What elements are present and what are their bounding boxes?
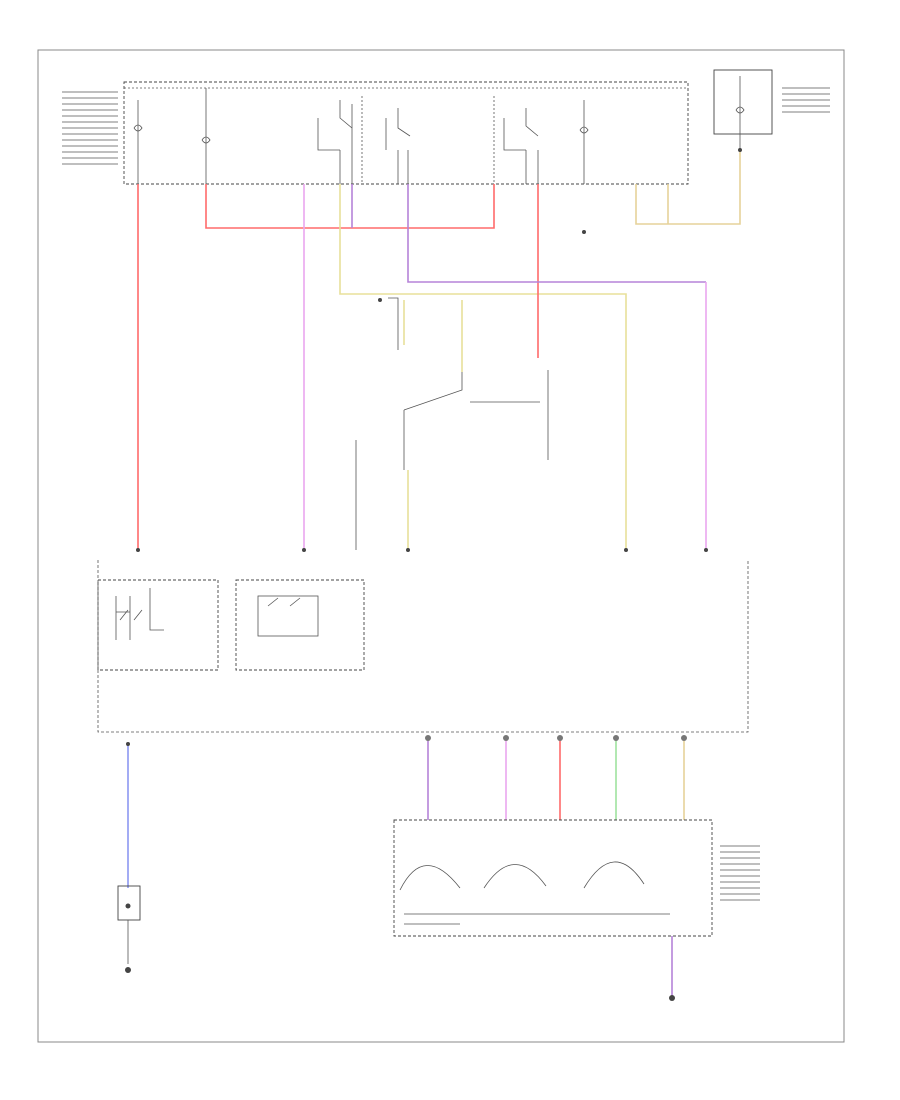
top-right-fuse [713,69,830,150]
wire-tan-right [635,150,741,225]
ground-symbol-right [669,995,675,1001]
wire-yellow-1 [339,184,627,550]
relay-1 [317,100,353,184]
switch-assembly-right [235,579,365,671]
wire-black-mid [355,297,463,550]
ground-symbol-left [125,967,131,973]
connector-dots [126,148,742,746]
ground-bus [97,560,749,733]
relay-2 [361,96,411,184]
wire-red-splice [205,184,495,229]
fuse-2 [201,88,211,184]
fuse-1 [133,100,143,184]
fuse-box-label-lines [62,91,118,165]
switch-assembly-left [97,579,219,671]
fuse-3 [579,100,589,184]
fuse-relay-box [62,81,689,185]
control-module [393,819,760,937]
relay-3 [493,96,539,184]
diagram-frame [37,49,845,1043]
mid-switch [403,370,549,470]
wire-purple-1 [351,184,706,283]
left-sensor-component [117,885,141,964]
